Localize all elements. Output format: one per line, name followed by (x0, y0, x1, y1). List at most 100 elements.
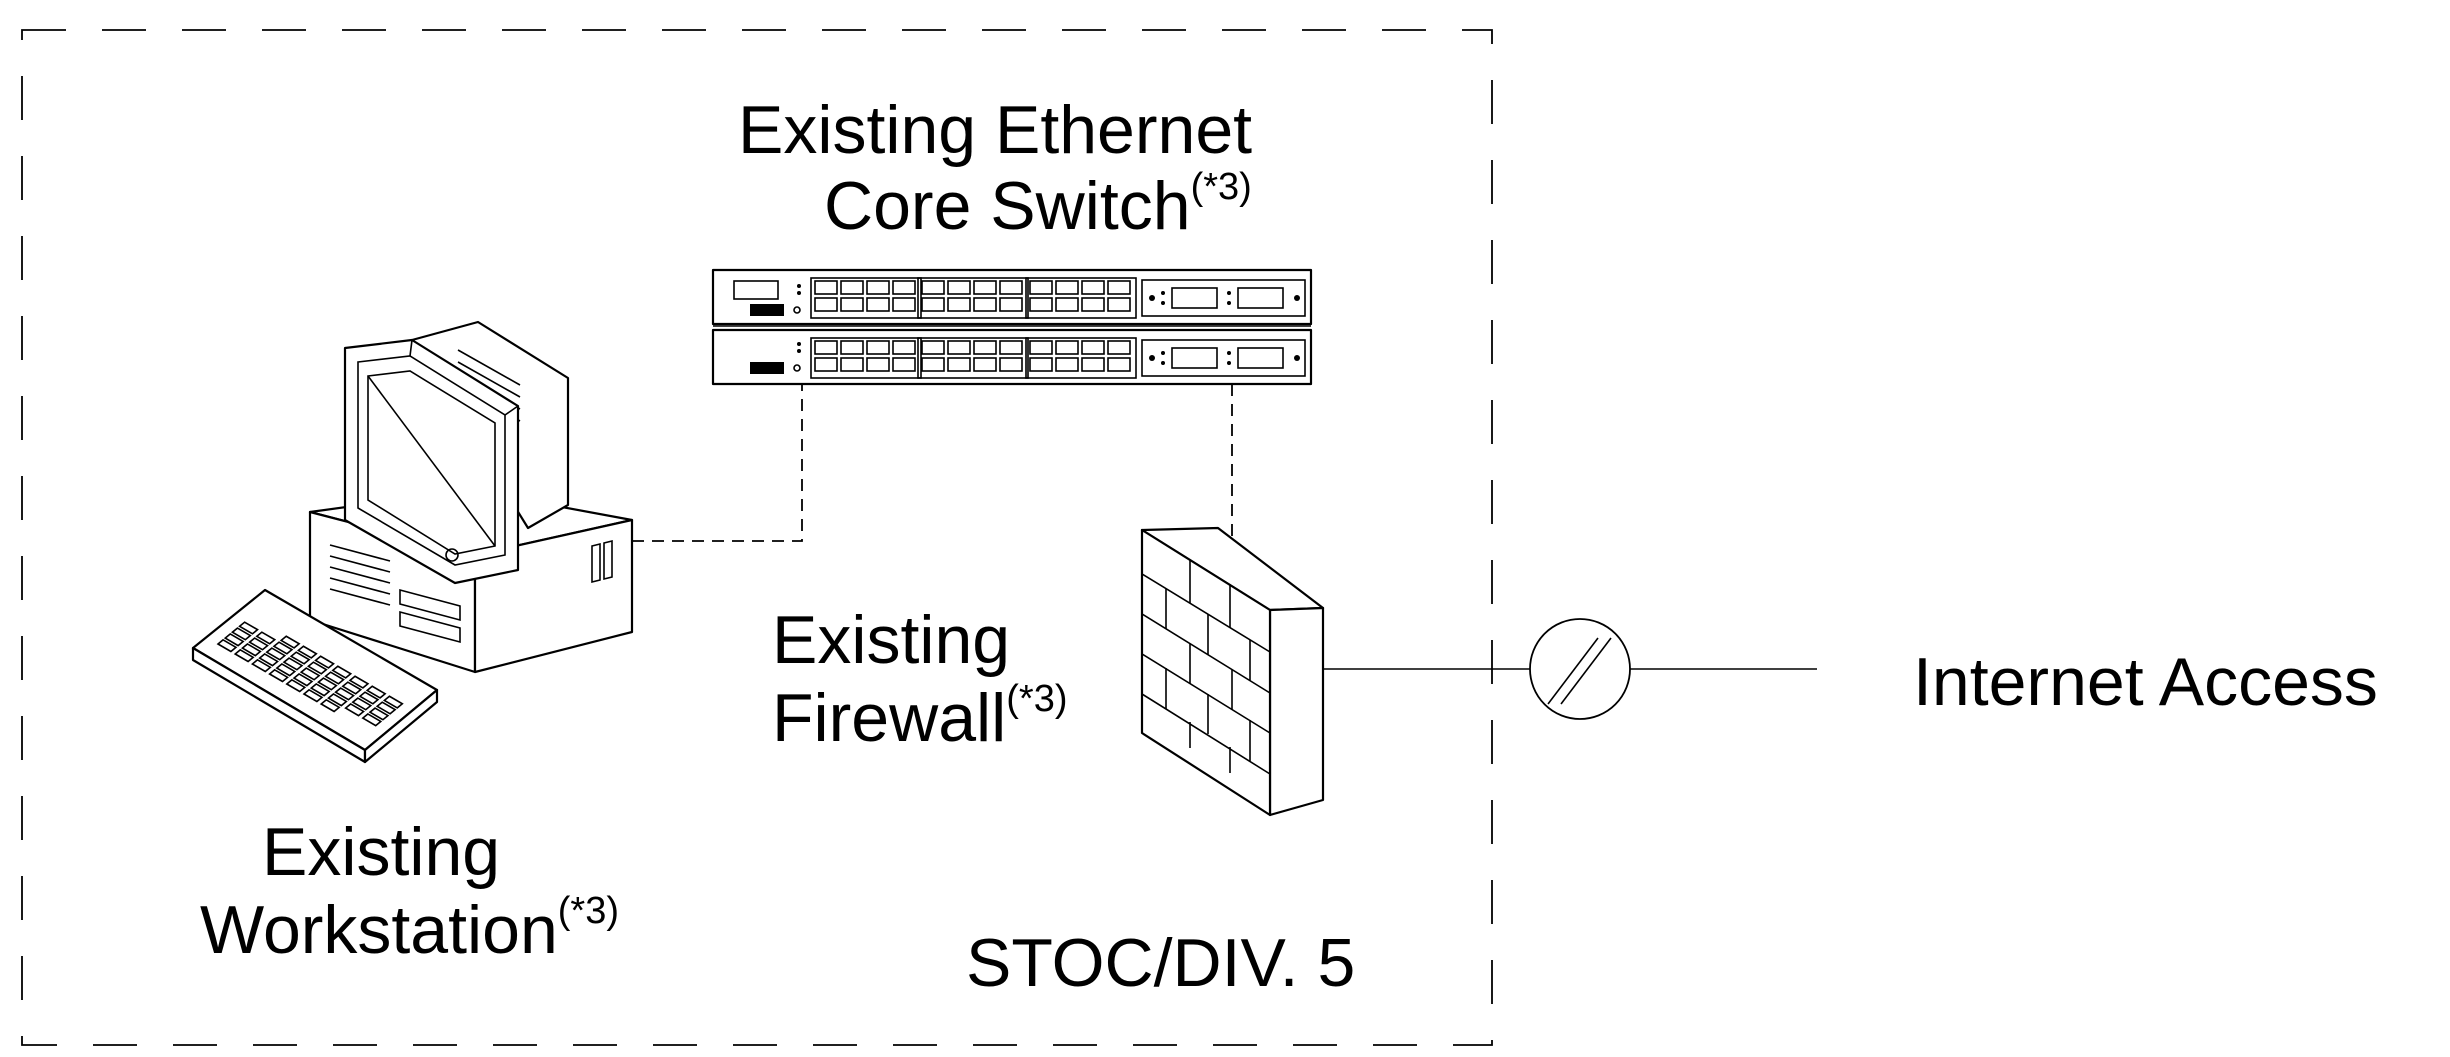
firewall-label: Existing Firewall(*3) (772, 606, 1067, 752)
keyboard-key (344, 702, 365, 717)
switch-port (814, 340, 838, 355)
keyboard-key (216, 638, 238, 653)
switch-port (947, 357, 971, 372)
keyboard-key (238, 621, 259, 635)
brick-wall-firewall-icon (1140, 526, 1325, 817)
switch-port (999, 297, 1023, 312)
workstation-label: Existing Workstation(*3) (200, 818, 619, 964)
keyboard-key (302, 688, 324, 703)
switch-port (973, 340, 997, 355)
keyboard-key (289, 651, 311, 665)
switch-port (1055, 340, 1079, 355)
switch-port (1107, 297, 1131, 312)
switch-port (892, 340, 916, 355)
port-group (1025, 277, 1137, 319)
switch-port (947, 280, 971, 295)
keyboard-key (314, 655, 335, 669)
keyboard-key (307, 661, 328, 675)
keyboard-key (348, 675, 370, 689)
switch-port (866, 357, 890, 372)
keyboard-key (272, 641, 294, 655)
switch-port (1081, 340, 1105, 355)
workstation-label-line2: Workstation (200, 892, 558, 968)
switch-port (1107, 357, 1131, 372)
keyboard-key (275, 662, 297, 677)
switch-port (1081, 280, 1105, 295)
switch-port (973, 297, 997, 312)
firewall-label-line2: Firewall (772, 680, 1007, 756)
workstation-switch-link (632, 384, 803, 542)
switch-port (840, 340, 864, 355)
switch-port (973, 280, 997, 295)
keyboard-key (319, 698, 341, 713)
switch-port (866, 280, 890, 295)
keyboard-key (248, 637, 269, 651)
switch-port (1055, 357, 1079, 372)
keyboard-key (251, 658, 272, 673)
switch-port (1107, 280, 1131, 295)
firewall-label-line1: Existing (772, 602, 1011, 678)
keyboard-key (309, 682, 331, 697)
switch-port (814, 280, 838, 295)
switch-port (866, 297, 890, 312)
boundary-label: STOC/DIV. 5 (966, 925, 1356, 1001)
switch-port (840, 280, 864, 295)
keyboard-key (292, 672, 314, 687)
switch-port (921, 357, 945, 372)
workstation-label-line1: Existing (262, 814, 501, 890)
internet-access-label: Internet Access (1913, 644, 2378, 720)
keyboard-key (279, 635, 301, 649)
keyboard-key (331, 665, 353, 679)
switch-port (1029, 357, 1053, 372)
switch-label-note: (*3) (1190, 166, 1252, 208)
keyboard-key (334, 687, 355, 701)
workstation-label-note: (*3) (557, 890, 619, 932)
keyboard-key (297, 645, 318, 659)
keyboard-key (368, 707, 390, 721)
keyboard-key (282, 657, 304, 671)
keyboard-key (361, 712, 383, 727)
switch-port (999, 357, 1023, 372)
keyboard-key (241, 642, 262, 657)
switch-label: Existing Ethernet Core Switch(*3) (738, 96, 1252, 240)
switch-port (814, 357, 838, 372)
keyboard-key (327, 692, 348, 707)
switch-port (999, 340, 1023, 355)
switch-port (840, 357, 864, 372)
keyboard-key (231, 627, 252, 641)
keyboard-key (341, 681, 363, 695)
switch-port (892, 280, 916, 295)
firewall-label-note: (*3) (1006, 678, 1068, 720)
desktop-computer-icon (191, 320, 634, 764)
switch-port (892, 297, 916, 312)
switch-port (921, 340, 945, 355)
keyboard-key (258, 652, 279, 667)
switch-port (1029, 297, 1053, 312)
switch-port (1055, 297, 1079, 312)
port-group (810, 277, 922, 319)
switch-port (947, 297, 971, 312)
switch-port (1029, 280, 1053, 295)
network-switch-icon (711, 268, 1313, 386)
keyboard-key (365, 685, 387, 699)
port-group (1025, 337, 1137, 379)
port-group (917, 337, 1029, 379)
switch-port (1055, 280, 1079, 295)
keyboard-key (299, 667, 321, 681)
switch-port (1081, 357, 1105, 372)
switch-port (921, 297, 945, 312)
switch-port (892, 357, 916, 372)
circle-with-double-slash-icon (1529, 618, 1631, 720)
keyboard-key (358, 691, 380, 705)
keyboard-key (317, 677, 338, 691)
keyboard-key (351, 697, 373, 711)
keyboard-key (268, 668, 289, 683)
switch-port (921, 280, 945, 295)
keyboard-key (223, 632, 245, 647)
keyboard-key (233, 648, 255, 663)
switch-port (1029, 340, 1053, 355)
keyboard-key (375, 701, 397, 715)
switch-port (947, 340, 971, 355)
